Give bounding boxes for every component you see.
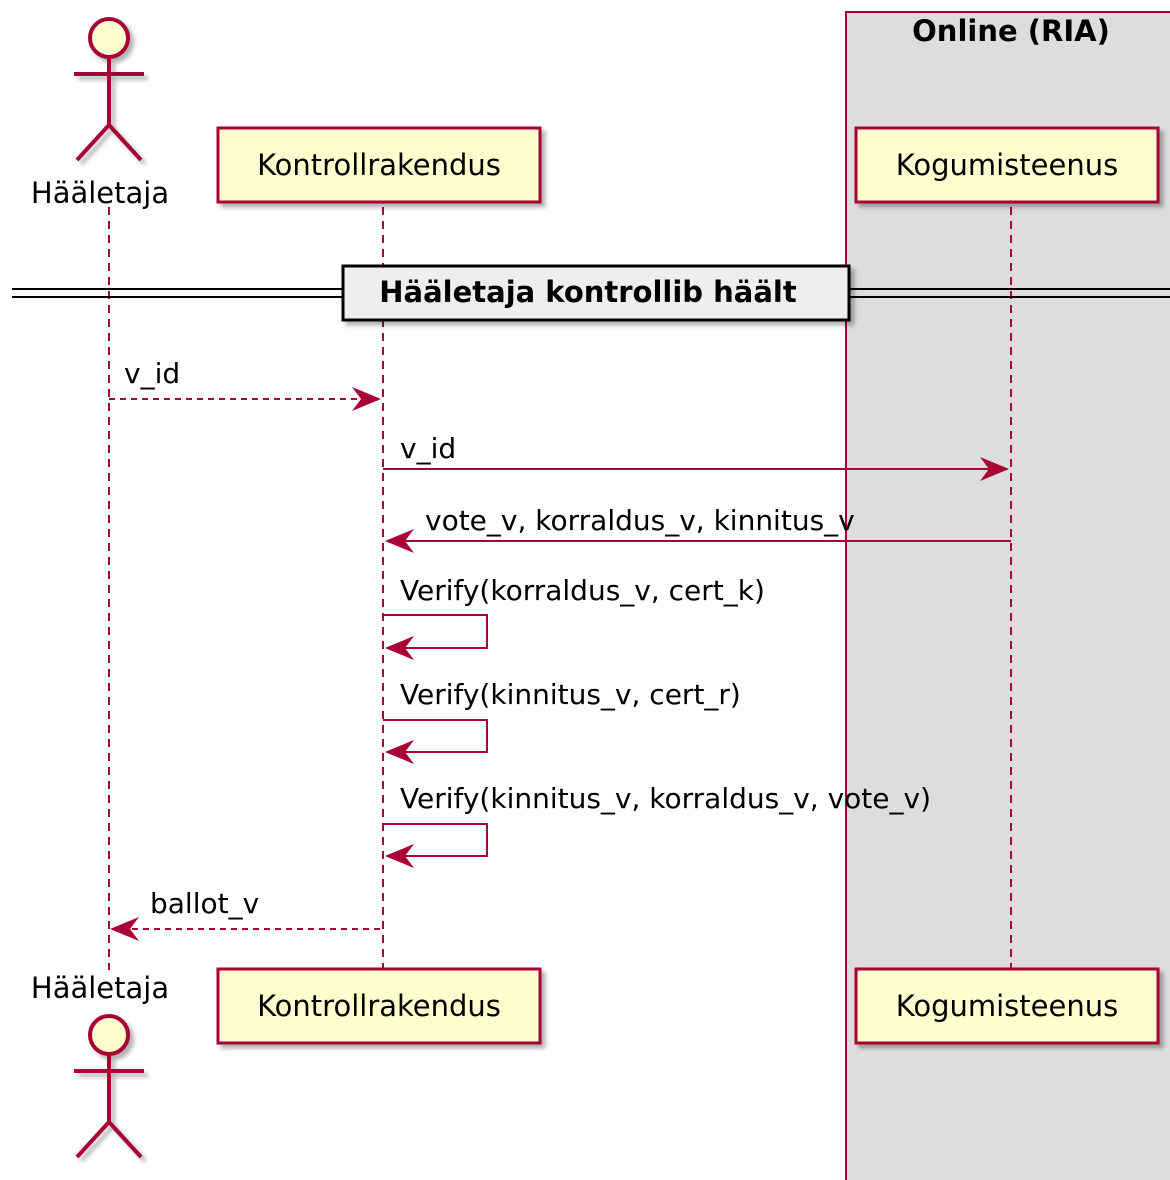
message-2: v_id <box>383 432 1009 481</box>
message-4-label: Verify(korraldus_v, cert_k) <box>400 574 765 607</box>
verifier-label-top: Kontrollrakendus <box>257 148 501 182</box>
online-ria-box-title: Online (RIA) <box>912 14 1110 48</box>
actor-figure-icon <box>74 1014 144 1159</box>
message-3: vote_v, korraldus_v, kinnitus_v <box>385 504 1011 553</box>
voter-actor-bottom <box>74 1014 144 1159</box>
actor-figure-icon <box>74 17 144 162</box>
collector-participant-bottom: Kogumisteenus <box>854 967 1160 1045</box>
collector-label-bottom: Kogumisteenus <box>896 989 1118 1023</box>
verifier-label-bottom: Kontrollrakendus <box>257 989 501 1023</box>
message-5: Verify(kinnitus_v, cert_r) <box>383 678 741 764</box>
verifier-participant-top: Kontrollrakendus <box>216 126 542 204</box>
message-4: Verify(korraldus_v, cert_k) <box>383 574 765 660</box>
voter-label-top: Hääletaja <box>31 176 169 210</box>
message-7: ballot_v <box>110 887 383 941</box>
divider: Hääletaja kontrollib häält <box>12 264 1170 322</box>
message-7-label: ballot_v <box>150 887 259 920</box>
divider-title: Hääletaja kontrollib häält <box>379 275 797 309</box>
arrowhead-right-icon <box>980 457 1009 481</box>
arrowhead-left-icon <box>385 740 414 764</box>
message-1: v_id <box>109 357 381 411</box>
divider-box <box>341 264 851 322</box>
arrowhead-left-icon <box>385 844 414 868</box>
message-2-label: v_id <box>400 432 456 465</box>
arrowhead-left-icon <box>385 529 414 553</box>
message-6-label: Verify(kinnitus_v, korraldus_v, vote_v) <box>400 782 931 815</box>
message-1-label: v_id <box>124 357 180 390</box>
arrowhead-right-icon <box>352 387 381 411</box>
verifier-participant-bottom: Kontrollrakendus <box>216 967 542 1045</box>
voter-label-bottom: Hääletaja <box>31 971 169 1005</box>
message-6: Verify(kinnitus_v, korraldus_v, vote_v) <box>383 782 931 868</box>
arrowhead-left-icon <box>385 636 414 660</box>
message-3-label: vote_v, korraldus_v, kinnitus_v <box>425 504 855 537</box>
message-5-label: Verify(kinnitus_v, cert_r) <box>400 678 741 711</box>
collector-label-top: Kogumisteenus <box>896 148 1118 182</box>
arrowhead-left-icon <box>110 917 139 941</box>
voter-actor-top <box>74 17 144 162</box>
collector-participant-top: Kogumisteenus <box>854 126 1160 204</box>
